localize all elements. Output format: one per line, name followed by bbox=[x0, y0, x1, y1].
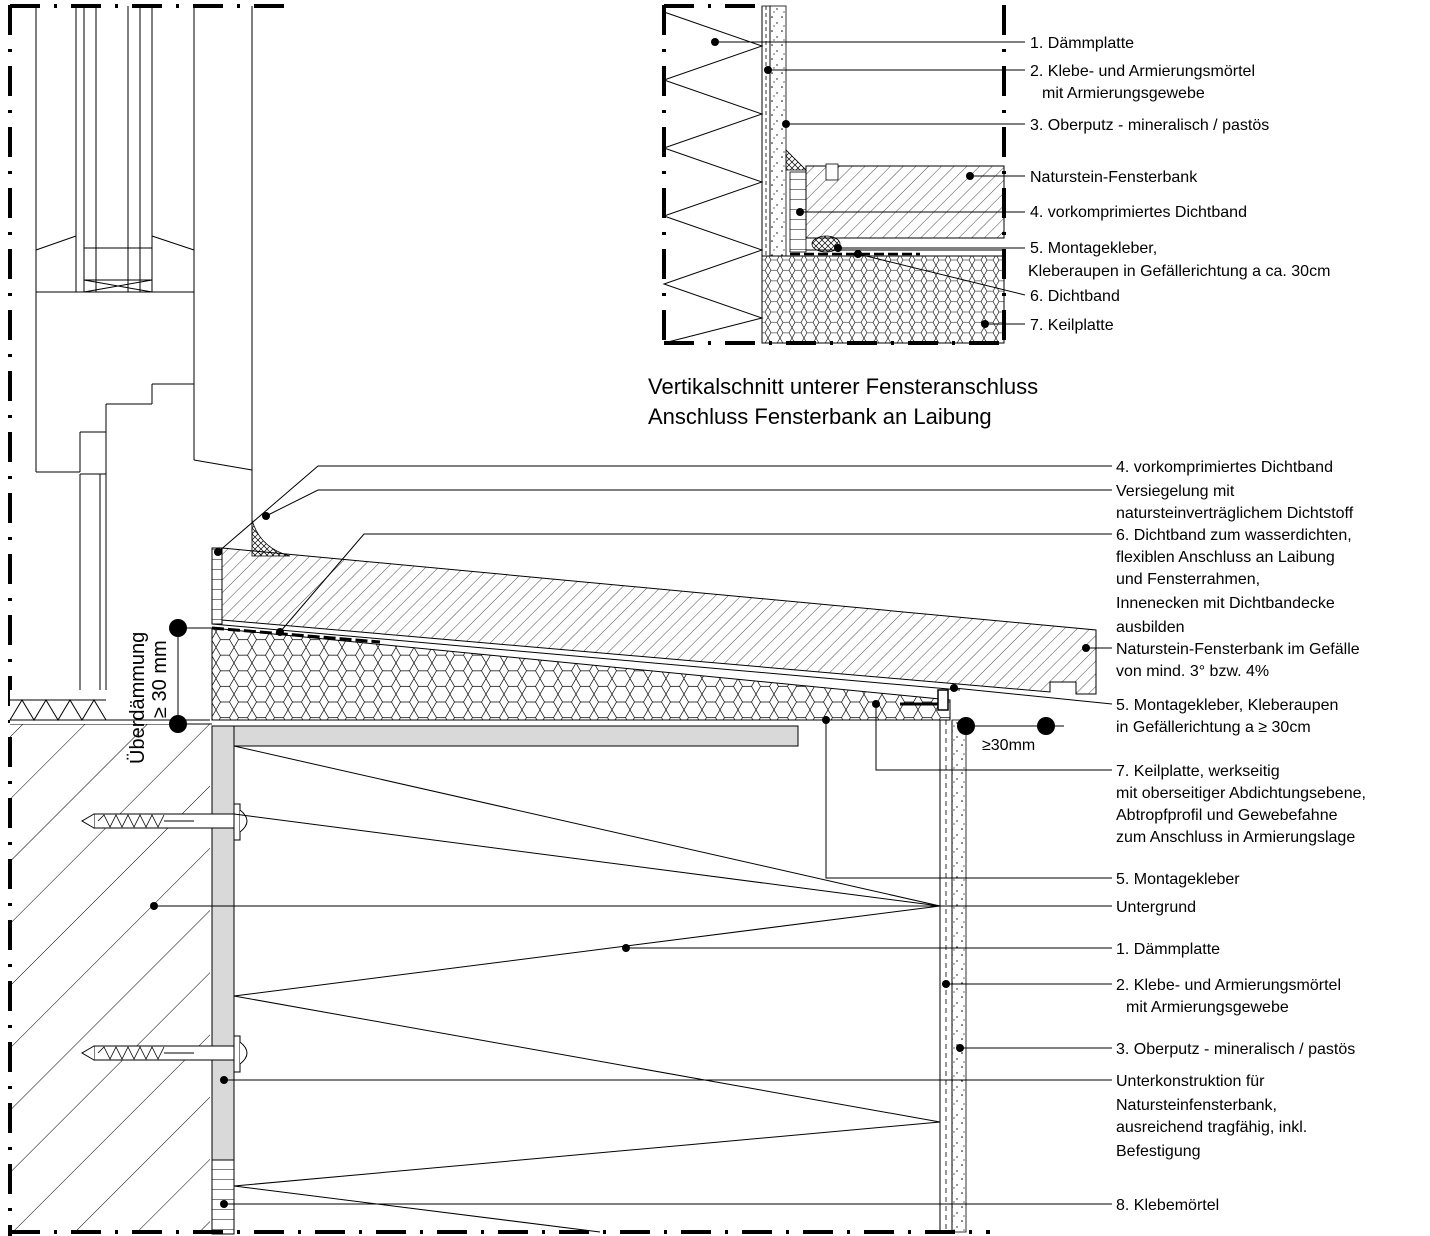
detail-title-2: Anschluss Fensterbank an Laibung bbox=[648, 404, 992, 429]
label-substrate: Untergrund bbox=[1116, 899, 1196, 916]
wedge-plate bbox=[211, 627, 951, 721]
detail-label-3: 3. Oberputz - mineralisch / pastös bbox=[1030, 117, 1269, 134]
support-profile bbox=[211, 725, 799, 1161]
detail-leaders bbox=[711, 38, 1026, 328]
label-2-1: 2. Klebe- und Armierungsmörtel bbox=[1116, 977, 1341, 994]
label-sub-4: Befestigung bbox=[1116, 1143, 1201, 1160]
adhesive-mortar bbox=[211, 1159, 235, 1235]
window-frame bbox=[35, 6, 253, 690]
detail-title-1: Vertikalschnitt unterer Fensteranschluss bbox=[648, 374, 1038, 399]
dim-projection-label: ≥30mm bbox=[982, 737, 1035, 754]
dim-overinsulation-value: ≥ 30 mm bbox=[149, 640, 171, 718]
dim-overinsulation: Überdämmung ≥ 30 mm bbox=[127, 619, 212, 764]
label-7-1: 7. Keilplatte, werkseitig bbox=[1116, 763, 1280, 780]
label-sub-2: Natursteinfensterbank, bbox=[1116, 1097, 1277, 1114]
detail-label-5b: Kleberaupen in Gefällerichtung a ca. 30c… bbox=[1028, 263, 1330, 280]
label-7-3: Abtropfprofil und Gewebefahne bbox=[1116, 807, 1338, 824]
detail-label-6: 6. Dichtband bbox=[1030, 288, 1120, 305]
label-sealant-2: natursteinverträglichem Dichtstoff bbox=[1116, 505, 1354, 522]
label-7-2: mit oberseitiger Abdichtungsebene, bbox=[1116, 785, 1366, 802]
detail-label-4: 4. vorkomprimiertes Dichtband bbox=[1030, 204, 1247, 221]
label-sub-3: ausreichend tragfähig, inkl. bbox=[1116, 1119, 1307, 1136]
label-6-4: Innenecken mit Dichtbandecke bbox=[1116, 595, 1335, 612]
label-1: 1. Dämmplatte bbox=[1116, 941, 1220, 958]
stone-sill bbox=[221, 547, 1097, 695]
label-sill-1: Naturstein-Fensterbank im Gefälle bbox=[1116, 641, 1360, 658]
label-5-1: 5. Montagekleber, Kleberaupen bbox=[1116, 697, 1338, 714]
label-6-2: flexiblen Anschluss an Laibung bbox=[1116, 549, 1335, 566]
label-6-3: und Fensterrahmen, bbox=[1116, 571, 1260, 588]
detail-label-1: 1. Dämmplatte bbox=[1030, 35, 1134, 52]
label-5-glue: 5. Montagekleber bbox=[1116, 871, 1240, 888]
detail-label-7: 7. Keilplatte bbox=[1030, 317, 1114, 334]
detail-label-sill: Naturstein-Fensterbank bbox=[1030, 169, 1198, 186]
anchor-upper bbox=[81, 803, 248, 841]
label-6-5: ausbilden bbox=[1116, 619, 1185, 636]
label-sill-2: von mind. 3° bzw. 4% bbox=[1116, 663, 1269, 680]
label-4-tape: 4. vorkomprimiertes Dichtband bbox=[1116, 459, 1333, 476]
detail-insulation bbox=[662, 6, 764, 344]
detail-label-2: 2. Klebe- und Armierungsmörtel bbox=[1030, 63, 1255, 80]
dim-overinsulation-word: Überdämmung bbox=[127, 632, 149, 764]
dim-projection: ≥30mm bbox=[957, 717, 1064, 754]
facade-insulation bbox=[233, 745, 941, 1233]
label-sealant-1: Versiegelung mit bbox=[1116, 483, 1235, 500]
label-5-2: in Gefällerichtung a ≥ 30cm bbox=[1116, 719, 1311, 736]
render-layers bbox=[939, 719, 967, 1233]
main-section: Überdämmung ≥ 30 mm ≥30mm bbox=[8, 4, 1366, 1236]
substrate bbox=[10, 724, 210, 1232]
detail-section: 1. Dämmplatte 2. Klebe- und Armierungsmö… bbox=[648, 4, 1330, 429]
detail-wedge-plate bbox=[761, 255, 1005, 344]
detail-label-5: 5. Montagekleber, bbox=[1030, 240, 1157, 257]
label-2-2: mit Armierungsgewebe bbox=[1126, 999, 1289, 1016]
label-8: 8. Klebemörtel bbox=[1116, 1197, 1219, 1214]
detail-label-2b: mit Armierungsgewebe bbox=[1042, 85, 1205, 102]
anchor-lower bbox=[81, 1035, 248, 1073]
main-labels: 4. vorkomprimiertes Dichtband Versiegelu… bbox=[1116, 459, 1366, 1214]
main-leaders bbox=[150, 465, 1113, 1208]
label-7-4: zum Anschluss in Armierungslage bbox=[1116, 829, 1355, 846]
label-6-1: 6. Dichtband zum wasserdichten, bbox=[1116, 527, 1352, 544]
label-3: 3. Oberputz - mineralisch / pastös bbox=[1116, 1041, 1355, 1058]
label-sub-1: Unterkonstruktion für bbox=[1116, 1073, 1265, 1090]
